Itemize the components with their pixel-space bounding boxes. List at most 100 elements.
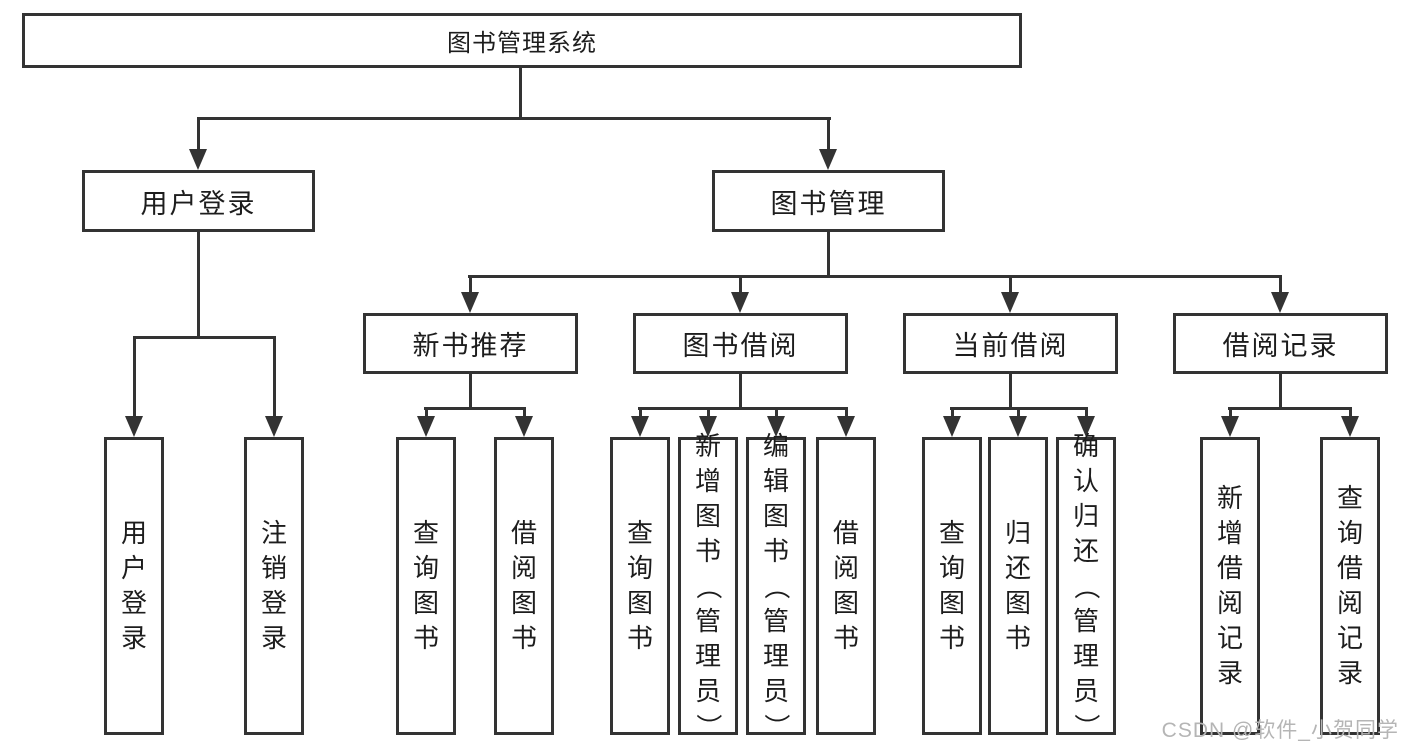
vertical-label-char: 归	[1072, 500, 1099, 531]
vertical-label-char: 还	[1004, 553, 1031, 583]
node-user-login-label: 用户登录	[140, 188, 257, 219]
node-borrowing-records-label: 借阅记录	[1222, 331, 1339, 361]
arrow-down-icon	[1271, 292, 1289, 313]
vertical-label-char: 书	[1004, 623, 1031, 653]
connector-line	[469, 275, 472, 297]
node-current-borrowing-label: 当前借阅	[952, 331, 1069, 361]
arrow-down-icon	[417, 416, 435, 437]
vertical-label-char: 还	[1072, 535, 1099, 566]
arrow-down-icon	[1221, 416, 1239, 437]
connector-line	[1349, 407, 1352, 421]
leaf-borrow-books-recommend: 借阅图书	[494, 437, 554, 735]
vertical-label-char: 借	[510, 518, 537, 548]
arrow-down-icon	[1001, 292, 1019, 313]
leaf-query-borrow-record: 查询借阅记录	[1320, 437, 1380, 735]
vertical-label-char: 询	[626, 553, 653, 583]
vertical-label-char: 图	[412, 588, 439, 618]
vertical-label-char: 书	[626, 623, 653, 653]
vertical-label-char: ）	[1071, 712, 1102, 739]
vertical-label-char: 录	[1216, 658, 1243, 688]
connector-line	[197, 117, 831, 120]
vertical-label-char: 录	[120, 623, 147, 653]
vertical-label-char: 查	[412, 518, 439, 548]
vertical-label-char: 登	[260, 588, 287, 618]
connector-line	[425, 407, 428, 421]
vertical-label-char: 增	[1216, 518, 1243, 548]
leaf-add-borrow-record: 新增借阅记录	[1200, 437, 1260, 735]
vertical-label-char: 新	[694, 430, 721, 461]
connector-line	[1228, 407, 1352, 410]
connector-line	[1229, 407, 1232, 421]
vertical-label-char: 询	[938, 553, 965, 583]
node-borrowing-records: 借阅记录	[1173, 313, 1388, 374]
leaf-add-book-admin: 新增图书（管理员）	[678, 431, 738, 739]
leaf-confirm-return-admin: 确认归还（管理员）	[1056, 431, 1116, 739]
vertical-label-char: 管	[762, 605, 789, 636]
vertical-label-char: 增	[694, 465, 721, 496]
arrow-down-icon	[1009, 416, 1027, 437]
connector-line	[197, 117, 200, 153]
vertical-label-char: 录	[260, 623, 287, 653]
vertical-label-char: 理	[1072, 640, 1099, 671]
leaf-edit-book-admin: 编辑图书（管理员）	[746, 431, 806, 739]
connector-line	[1009, 275, 1012, 297]
vertical-label-char: 查	[1336, 483, 1363, 513]
vertical-label-char: 确	[1072, 430, 1099, 461]
connector-line	[133, 336, 136, 421]
arrow-down-icon	[265, 416, 283, 437]
vertical-label-char: 询	[1336, 518, 1363, 548]
arrow-down-icon	[1077, 416, 1095, 437]
connector-line	[739, 372, 742, 410]
connector-line	[845, 407, 848, 421]
connector-line	[1279, 372, 1282, 410]
vertical-label-char: （	[761, 572, 792, 599]
arrow-down-icon	[631, 416, 649, 437]
vertical-label-char: （	[693, 572, 724, 599]
vertical-label-char: 借	[832, 518, 859, 548]
vertical-label-char: 员	[762, 675, 789, 706]
vertical-label-char: 阅	[510, 553, 537, 583]
leaf-query-books-recommend: 查询图书	[396, 437, 456, 735]
vertical-label-char: 员	[1072, 675, 1099, 706]
vertical-label-char: 记	[1216, 623, 1243, 653]
vertical-label-char: 理	[762, 640, 789, 671]
vertical-label-char: 借	[1336, 553, 1363, 583]
vertical-label-char: 户	[120, 553, 147, 583]
connector-line	[638, 407, 848, 410]
leaf-query-books-borrowing: 查询图书	[610, 437, 670, 735]
node-root-label: 图书管理系统	[447, 30, 597, 57]
arrow-down-icon	[837, 416, 855, 437]
node-book-management-label: 图书管理	[770, 188, 887, 219]
leaf-logout: 注销登录	[244, 437, 304, 735]
vertical-label-char: 书	[832, 623, 859, 653]
vertical-label-char: 书	[510, 623, 537, 653]
vertical-label-char: 管	[1072, 605, 1099, 636]
connector-line	[827, 117, 830, 153]
arrow-down-icon	[819, 149, 837, 170]
arrow-down-icon	[767, 416, 785, 437]
vertical-label-char: 阅	[1336, 588, 1363, 618]
node-user-login: 用户登录	[82, 170, 315, 232]
node-new-book-recommendation: 新书推荐	[363, 313, 578, 374]
vertical-label-char: 登	[120, 588, 147, 618]
vertical-label-char: 销	[260, 553, 287, 583]
node-book-borrowing-label: 图书借阅	[682, 331, 799, 361]
leaf-return-books: 归还图书	[988, 437, 1048, 735]
vertical-label-char: 借	[1216, 553, 1243, 583]
vertical-label-char: ）	[693, 712, 724, 739]
node-book-management: 图书管理	[712, 170, 945, 232]
vertical-label-char: 编	[762, 430, 789, 461]
arrow-down-icon	[515, 416, 533, 437]
connector-line	[827, 230, 830, 278]
vertical-label-char: 书	[938, 623, 965, 653]
arrow-down-icon	[189, 149, 207, 170]
connector-line	[133, 336, 276, 339]
vertical-label-char: 归	[1004, 518, 1031, 548]
leaf-query-books-current: 查询图书	[922, 437, 982, 735]
vertical-label-char: 注	[260, 518, 287, 548]
vertical-label-char: 记	[1336, 623, 1363, 653]
connector-line	[739, 275, 742, 297]
arrow-down-icon	[943, 416, 961, 437]
vertical-label-char: 用	[120, 518, 147, 548]
